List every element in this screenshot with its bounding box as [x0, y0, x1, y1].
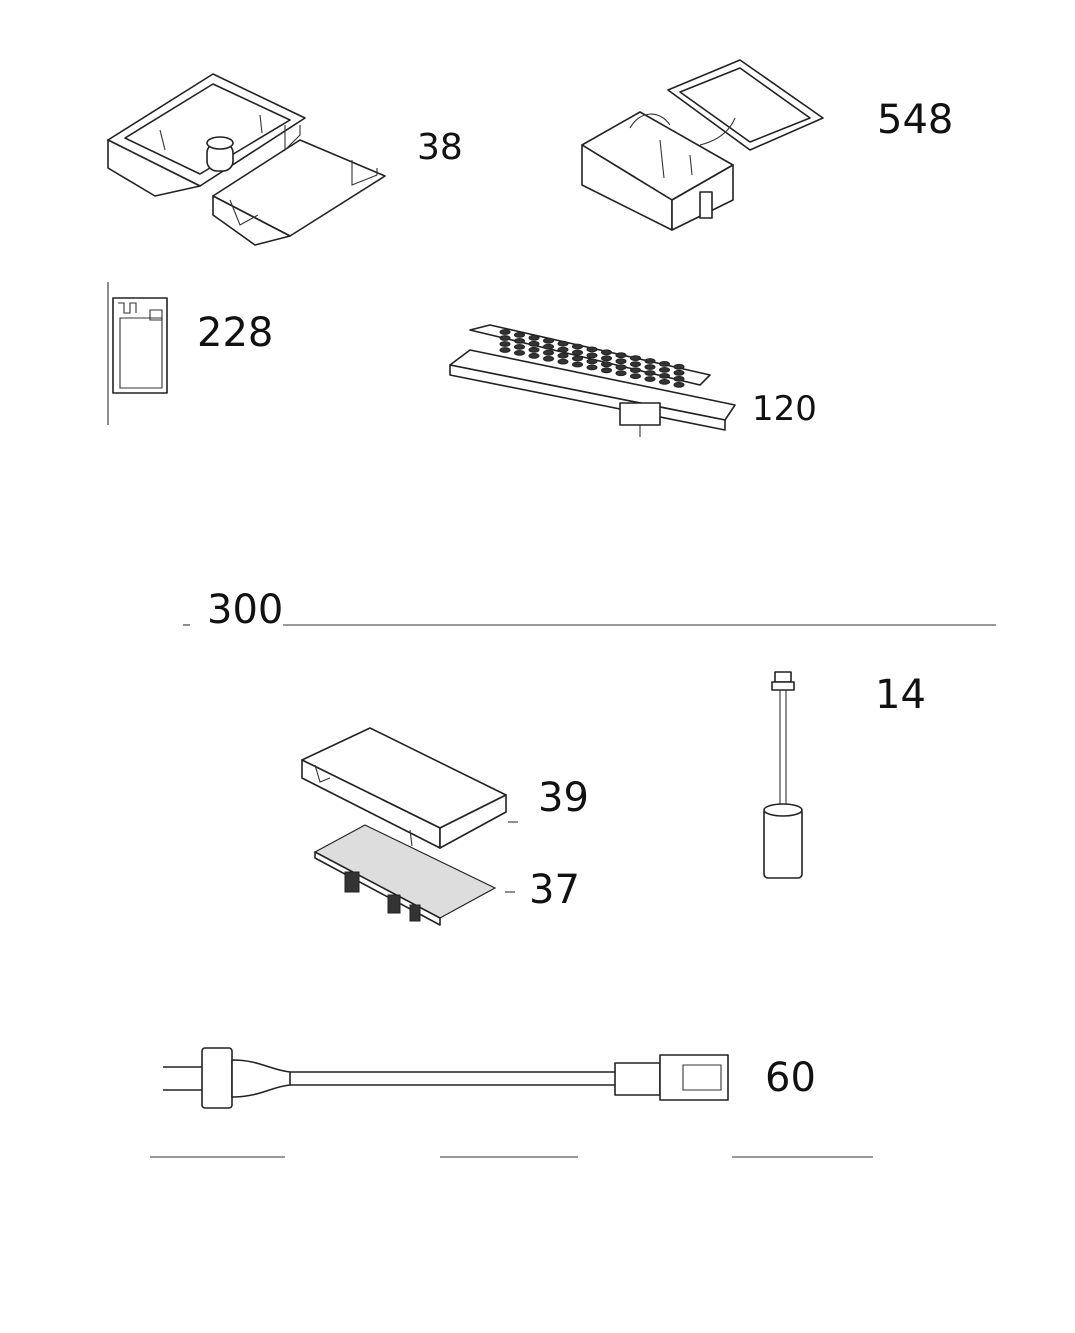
spring-coil	[631, 356, 641, 361]
spring-coil	[674, 370, 684, 375]
spring-coil	[558, 359, 568, 364]
part-548-drawing	[582, 60, 823, 230]
spring-coil	[529, 335, 539, 340]
spring-coil	[500, 330, 510, 335]
spring-coil	[558, 347, 568, 352]
spring-coil	[544, 356, 554, 361]
spring-coil	[660, 374, 670, 379]
spring-coil	[660, 368, 670, 373]
spring-coil	[529, 353, 539, 358]
spring-coil	[602, 350, 612, 355]
spring-coil	[515, 351, 525, 356]
spring-coil	[587, 359, 597, 364]
spring-coil	[573, 344, 583, 349]
part-37-drawing	[315, 825, 515, 925]
spring-coil	[558, 353, 568, 358]
spring-coil	[515, 339, 525, 344]
spring-coil	[544, 344, 554, 349]
spring-coil	[587, 353, 597, 358]
spring-coil	[674, 364, 684, 369]
part-14-drawing	[764, 672, 802, 878]
spring-coil	[631, 368, 641, 373]
part-label-60: 60	[765, 1055, 816, 1101]
part-label-300: 300	[207, 587, 284, 633]
spring-coil	[529, 347, 539, 352]
spring-coil	[558, 341, 568, 346]
spring-coil	[602, 362, 612, 367]
spring-coil	[573, 356, 583, 361]
part-39-drawing	[302, 728, 518, 848]
part-38-drawing	[108, 74, 385, 245]
part-label-39: 39	[538, 775, 589, 821]
spring-coil	[573, 362, 583, 367]
part-label-120: 120	[752, 389, 817, 429]
spring-coil	[645, 359, 655, 364]
part-120-springs	[500, 330, 684, 388]
spring-coil	[602, 368, 612, 373]
spring-coil	[529, 341, 539, 346]
spring-coil	[500, 342, 510, 347]
spring-coil	[631, 374, 641, 379]
spring-coil	[515, 333, 525, 338]
spring-coil	[515, 345, 525, 350]
spring-coil	[616, 359, 626, 364]
spring-coil	[544, 350, 554, 355]
spring-coil	[645, 377, 655, 382]
part-120-drawing	[450, 325, 735, 437]
spring-coil	[573, 350, 583, 355]
spring-coil	[500, 336, 510, 341]
spring-coil	[660, 362, 670, 367]
spring-coil	[602, 356, 612, 361]
part-label-548: 548	[877, 97, 954, 143]
part-label-228: 228	[197, 310, 274, 356]
spring-coil	[645, 371, 655, 376]
spring-coil	[645, 365, 655, 370]
part-label-37: 37	[529, 867, 580, 913]
part-228-drawing	[108, 282, 167, 425]
part-label-14: 14	[875, 672, 926, 718]
spring-coil	[674, 376, 684, 381]
spring-coil	[587, 347, 597, 352]
spring-coil	[674, 382, 684, 387]
spring-coil	[631, 362, 641, 367]
spring-coil	[660, 380, 670, 385]
spring-coil	[500, 348, 510, 353]
part-60-drawing	[163, 1048, 728, 1108]
spring-coil	[544, 338, 554, 343]
spring-coil	[587, 365, 597, 370]
spring-coil	[616, 353, 626, 358]
part-label-38: 38	[417, 127, 463, 168]
spring-coil	[616, 365, 626, 370]
spring-coil	[616, 371, 626, 376]
